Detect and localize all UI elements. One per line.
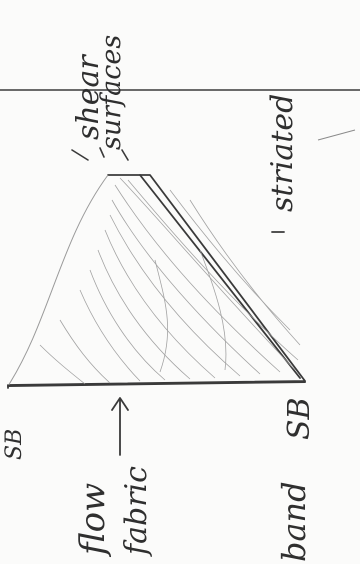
band-shear-line: [139, 174, 301, 379]
band-outline: [7, 174, 306, 389]
label-fabric: fabric: [119, 466, 154, 555]
surfaces-tick: [99, 147, 105, 158]
striated-pointer: [317, 129, 356, 141]
flow-arrow: [111, 397, 129, 456]
shear-tick: [71, 149, 89, 161]
surfaces-tick-2: [121, 149, 129, 161]
label-striated: striated: [265, 93, 300, 212]
label-surfaces: surfaces: [96, 34, 127, 150]
label-band: band: [275, 481, 313, 562]
label-sb-left: SB: [2, 428, 27, 460]
band-bottom-edge: [7, 381, 306, 387]
label-flow: flow: [73, 482, 113, 555]
label-sb-right: SB: [282, 397, 317, 440]
band-left-edge: [7, 174, 109, 387]
striation-hatching: [39, 177, 301, 385]
